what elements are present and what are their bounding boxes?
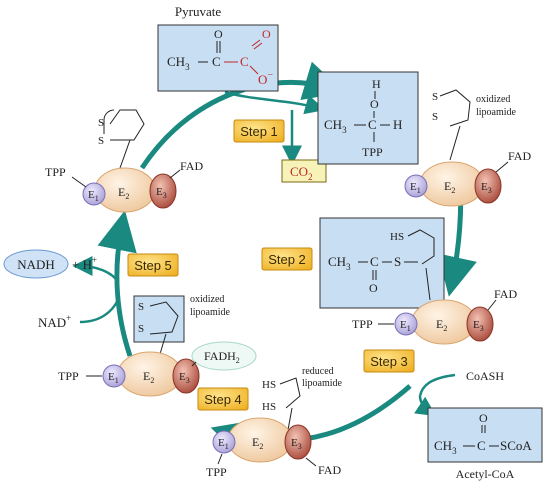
svg-text:E3: E3	[179, 371, 190, 385]
svg-text:S: S	[138, 323, 144, 335]
svg-text:E1: E1	[108, 371, 119, 385]
enzyme-complex-middle-right: E1 E2 E3 TPP FAD	[352, 287, 517, 345]
svg-text:Step 2: Step 2	[268, 252, 306, 267]
svg-text:E1: E1	[400, 319, 411, 333]
co2-box: CO2	[281, 159, 327, 183]
svg-text:CH3: CH3	[324, 117, 347, 135]
e3-ellipse	[149, 173, 177, 209]
svg-text:O: O	[262, 27, 271, 41]
svg-text:TPP: TPP	[58, 369, 79, 383]
svg-text:C: C	[477, 438, 486, 453]
svg-text:H: H	[393, 117, 402, 132]
svg-text:E3: E3	[473, 319, 484, 333]
svg-text:SCoA: SCoA	[500, 438, 532, 453]
svg-text:E1: E1	[218, 437, 229, 451]
svg-text:FAD: FAD	[494, 287, 517, 301]
pyruvate-label: Pyruvate	[175, 4, 221, 19]
svg-text:+ H+: + H+	[72, 255, 97, 272]
svg-text:S: S	[432, 91, 438, 103]
svg-text:E3: E3	[291, 437, 302, 451]
hydroxyethyl-tpp-structure: H O CH3 C H TPP	[317, 71, 419, 165]
svg-text:O: O	[369, 281, 378, 295]
cycle-arrow-left	[97, 210, 137, 357]
svg-text:E1: E1	[88, 189, 99, 203]
svg-text:lipoamide: lipoamide	[476, 107, 517, 118]
svg-text:O: O	[370, 97, 379, 111]
enzyme-complex-top-right: S S oxidized lipoamide E1 E2 E3 FAD	[404, 89, 531, 207]
fadh2-ellipse	[191, 341, 257, 371]
svg-text:CO2: CO2	[290, 164, 313, 182]
svg-text:oxidized: oxidized	[476, 94, 510, 105]
svg-text:lipoamide: lipoamide	[302, 378, 343, 389]
svg-text:O: O	[479, 411, 488, 425]
pyruvate-arrow	[224, 90, 326, 115]
svg-text:TPP: TPP	[352, 317, 373, 331]
svg-text:CH3: CH3	[328, 254, 351, 272]
svg-text:S: S	[394, 254, 401, 269]
svg-text:TPP: TPP	[206, 465, 227, 479]
svg-text:TPP: TPP	[362, 145, 383, 159]
svg-text:E2: E2	[444, 179, 455, 195]
enzyme-complex-bottom: HS HS reduced lipoamide E1 E2 E3 TPP FAD	[206, 366, 343, 479]
svg-text:E3: E3	[481, 181, 492, 195]
svg-text:S: S	[432, 111, 438, 123]
svg-text:HS: HS	[390, 231, 404, 243]
svg-text:O: O	[214, 27, 223, 41]
coash-label: CoASH	[466, 369, 504, 383]
svg-text:E2: E2	[252, 435, 263, 451]
nad-arrow	[79, 299, 120, 324]
step-4: Step 4	[197, 387, 249, 411]
svg-text:reduced: reduced	[302, 366, 334, 377]
svg-text:HS: HS	[262, 379, 276, 391]
svg-text:S: S	[138, 301, 144, 313]
svg-text:C: C	[212, 54, 221, 69]
svg-text:E2: E2	[118, 185, 129, 201]
enzyme-complex-middle-left: E1 E2 E3 TPP FADH2	[58, 341, 257, 397]
svg-text:S: S	[98, 135, 104, 147]
e1-circle	[82, 182, 106, 206]
svg-text:HS: HS	[262, 401, 276, 413]
acetyl-lipoamide-structure: HS CH3 C S O	[319, 217, 445, 309]
svg-text:Step 5: Step 5	[134, 258, 172, 273]
nadh-group: NADH + H+ NAD+	[3, 249, 97, 330]
step-2: Step 2	[261, 247, 313, 271]
svg-text:lipoamide: lipoamide	[190, 307, 231, 318]
svg-text:C: C	[240, 54, 249, 69]
acetyl-coa-label: Acetyl-CoA	[456, 467, 515, 481]
svg-text:C: C	[370, 254, 379, 269]
svg-text:CH3: CH3	[434, 438, 457, 456]
svg-text:C: C	[368, 117, 377, 132]
acetyl-coa-structure: O CH3 C SCoA	[427, 407, 543, 463]
step-1: Step 1	[233, 119, 285, 143]
svg-text:Step 1: Step 1	[240, 124, 278, 139]
svg-text:CH3: CH3	[167, 54, 190, 72]
nadh-arrow	[72, 256, 120, 283]
svg-text:FAD: FAD	[318, 463, 341, 477]
svg-text:FAD: FAD	[180, 159, 203, 173]
svg-text:NADH: NADH	[17, 257, 55, 272]
svg-text:Step 4: Step 4	[204, 392, 242, 407]
svg-text:E2: E2	[436, 317, 447, 333]
svg-text:E2: E2	[143, 369, 154, 385]
svg-text:E1: E1	[410, 181, 421, 195]
oxidized-lipoamide-left: S S oxidized lipoamide	[133, 294, 231, 355]
pyruvate-structure: O O CH3 C C O−	[157, 24, 279, 92]
step-3: Step 3	[363, 349, 415, 373]
svg-text:FADH2: FADH2	[204, 349, 240, 365]
svg-text:FAD: FAD	[508, 149, 531, 163]
svg-text:H: H	[372, 77, 381, 91]
svg-text:NAD+: NAD+	[38, 313, 71, 330]
svg-text:S: S	[98, 117, 104, 129]
svg-text:E3: E3	[156, 186, 167, 200]
svg-text:Step 3: Step 3	[370, 354, 408, 369]
svg-text:oxidized: oxidized	[190, 294, 224, 305]
step-5: Step 5	[127, 253, 179, 277]
coash-arrow	[418, 373, 456, 397]
svg-text:TPP: TPP	[45, 165, 66, 179]
svg-text:O−: O−	[258, 70, 273, 87]
enzyme-complex-top-left: S S E1 E2 E3 TPP FAD	[45, 109, 203, 213]
